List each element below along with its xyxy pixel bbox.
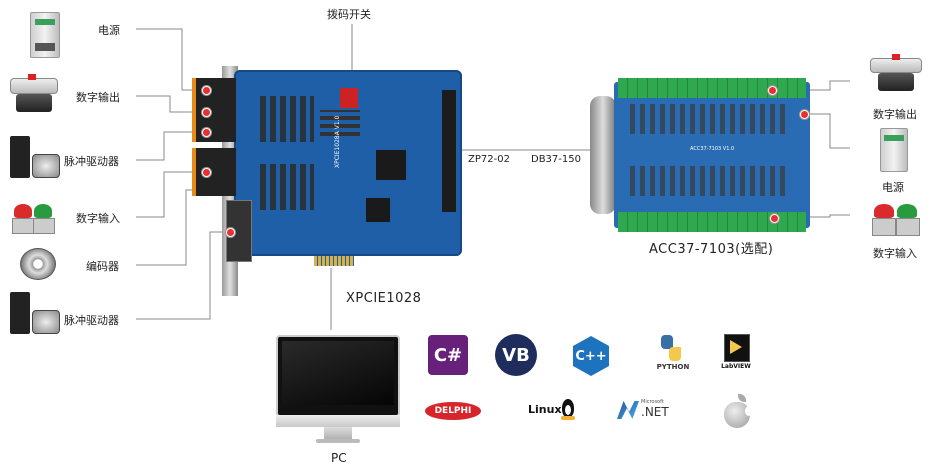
terminal-silk-text: ACC37-7103 V1.0 [690, 146, 734, 152]
pc-monitor-icon [276, 335, 400, 445]
terminal-name: ACC37-7103(选配) [649, 238, 773, 257]
card-main-chip [376, 150, 406, 180]
vb-logo-icon: VB [495, 334, 537, 376]
servo-driver-icon [10, 292, 60, 338]
card-silk-text: XPCIE1028A V1.0 [334, 116, 341, 168]
solenoid-valve-icon [10, 74, 58, 118]
card-chip-2 [366, 198, 390, 222]
card-right-header [442, 90, 456, 212]
terminal-board: ACC37-7103 V1.0 [590, 74, 812, 232]
dotnet-logo-text: .NET [641, 405, 669, 419]
cable-label-left: ZP72-02 [468, 154, 510, 165]
delphi-logo-icon: DELPHI [425, 402, 481, 420]
dip-switch-label: 拨码开关 [327, 6, 371, 22]
labview-logo-text: LabVIEW [716, 363, 756, 370]
apple-logo-icon [722, 394, 752, 428]
encoder-icon [20, 248, 56, 280]
right-label-digital-input: 数字输入 [873, 245, 917, 261]
left-label-encoder: 编码器 [86, 258, 119, 274]
terminal-db37-connector [590, 96, 616, 214]
left-label-pulse-driver-2: 脉冲驱动器 [64, 312, 119, 328]
vb-logo-text: VB [502, 345, 530, 366]
csharp-logo-text: C# [434, 345, 462, 366]
servo-driver-icon [10, 136, 60, 182]
left-label-power: 电源 [98, 22, 120, 38]
labview-logo-icon: LabVIEW [720, 334, 752, 374]
card-connector-bottom [192, 148, 236, 196]
pcie-card: XPCIE1028A V1.0 [190, 70, 464, 268]
left-label-digital-output: 数字输出 [76, 89, 120, 105]
dotnet-logo-icon: Microsoft .NET [617, 399, 679, 425]
cable-label-right: DB37-150 [531, 154, 581, 165]
csharp-logo-icon: C# [428, 335, 468, 375]
terminal-top-block [618, 78, 806, 98]
push-buttons-icon [12, 200, 58, 236]
linux-logo-text: Linux [528, 403, 562, 416]
cpp-logo-text: C++ [575, 349, 606, 364]
card-connector-top [192, 78, 236, 142]
power-supply-icon [30, 12, 60, 58]
python-logo-icon: PYTHON [651, 335, 691, 377]
left-label-digital-input: 数字输入 [76, 210, 120, 226]
left-label-pulse-driver-1: 脉冲驱动器 [64, 153, 119, 169]
python-logo-text: PYTHON [651, 363, 695, 371]
solenoid-valve-icon [870, 54, 922, 96]
card-name: XPCIE1028 [346, 291, 421, 306]
push-buttons-icon [872, 200, 922, 238]
power-supply-icon [880, 128, 908, 172]
right-label-digital-output: 数字输出 [873, 106, 917, 122]
linux-logo-icon: Linux [528, 397, 580, 425]
right-label-power: 电源 [882, 179, 904, 195]
card-dip-switch [340, 88, 358, 108]
delphi-logo-text: DELPHI [435, 406, 472, 416]
pc-label: PC [331, 451, 347, 465]
card-gold-fingers [314, 256, 354, 266]
